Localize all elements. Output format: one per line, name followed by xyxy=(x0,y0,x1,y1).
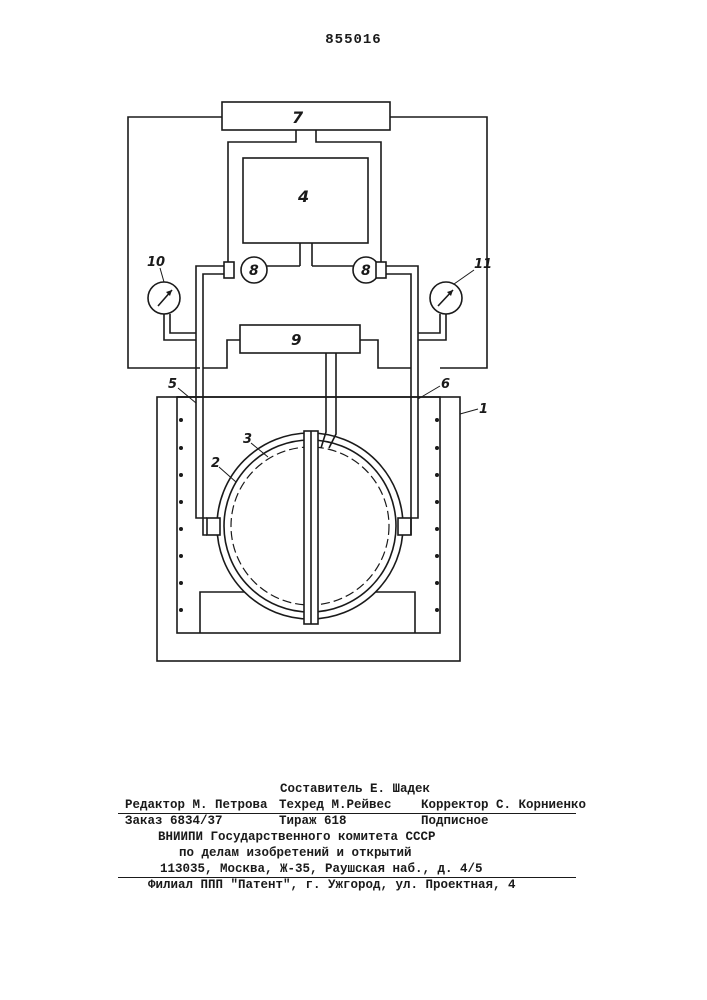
leader-5 xyxy=(178,388,196,403)
imprint-rule-top xyxy=(118,813,576,814)
label-block-4: 4 xyxy=(297,187,309,206)
line-5-outer xyxy=(196,266,224,518)
imprint-corrector: Корректор С. Корниенко xyxy=(421,797,586,813)
imprint-techred: Техред М.Рейвес xyxy=(279,797,392,813)
imprint-compiler: Составитель Е. Шадек xyxy=(280,781,430,797)
label-block-7: 7 xyxy=(292,108,304,127)
fitting-left xyxy=(207,518,220,535)
leader-1 xyxy=(460,409,478,414)
imprint-address: 113035, Москва, Ж-35, Раушская наб., д. … xyxy=(160,861,483,877)
label-sphere-2: 2 xyxy=(211,456,220,471)
imprint-block: Составитель Е. Шадек Редактор М. Петрова… xyxy=(0,778,707,888)
leader-10 xyxy=(160,268,164,282)
probe-line-b xyxy=(329,353,336,448)
label-sensor-right: 8 xyxy=(361,263,371,279)
label-sensor-left: 8 xyxy=(249,263,259,279)
imprint-rule-bottom xyxy=(118,877,576,878)
gauge-10-line-b xyxy=(170,314,196,333)
fitting-right xyxy=(398,518,411,535)
gauge-11-line-a xyxy=(418,314,446,340)
gauge-10-line-a xyxy=(164,314,196,340)
block-9-wire-right xyxy=(360,340,411,368)
label-block-9: 9 xyxy=(291,331,301,349)
imprint-editor: Редактор М. Петрова xyxy=(125,797,268,813)
imprint-org-line2: по делам изобретений и открытий xyxy=(179,845,412,861)
label-line-6: 6 xyxy=(441,377,450,392)
imprint-subscription: Подписное xyxy=(421,813,489,829)
leader-11 xyxy=(454,270,474,284)
gauge-11-line-b xyxy=(418,314,440,333)
wire-left-outer xyxy=(128,117,222,368)
label-inner-3: 3 xyxy=(243,432,252,447)
apparatus-diagram: 7 4 8 8 9 10 11 5 6 1 2 3 xyxy=(0,0,707,680)
label-gauge-10: 10 xyxy=(147,255,165,270)
heater-dots-left xyxy=(179,418,183,612)
imprint-branch: Филиал ППП "Патент", г. Ужгород, ул. Про… xyxy=(148,877,516,893)
block-7 xyxy=(222,102,390,130)
sensor-left-body xyxy=(224,262,234,278)
imprint-order: Заказ 6834/37 xyxy=(125,813,223,829)
wire-right-outer xyxy=(390,117,487,368)
block-9-wire-left xyxy=(203,340,240,368)
heater-dots-right xyxy=(435,418,439,612)
label-vessel-1: 1 xyxy=(479,402,488,417)
label-gauge-11: 11 xyxy=(474,257,492,272)
label-line-5: 5 xyxy=(168,377,177,392)
line-5-inner xyxy=(203,274,224,535)
sensor-right-body xyxy=(376,262,386,278)
imprint-circulation: Тираж 618 xyxy=(279,813,347,829)
imprint-org-line1: ВНИИПИ Государственного комитета СССР xyxy=(158,829,436,845)
